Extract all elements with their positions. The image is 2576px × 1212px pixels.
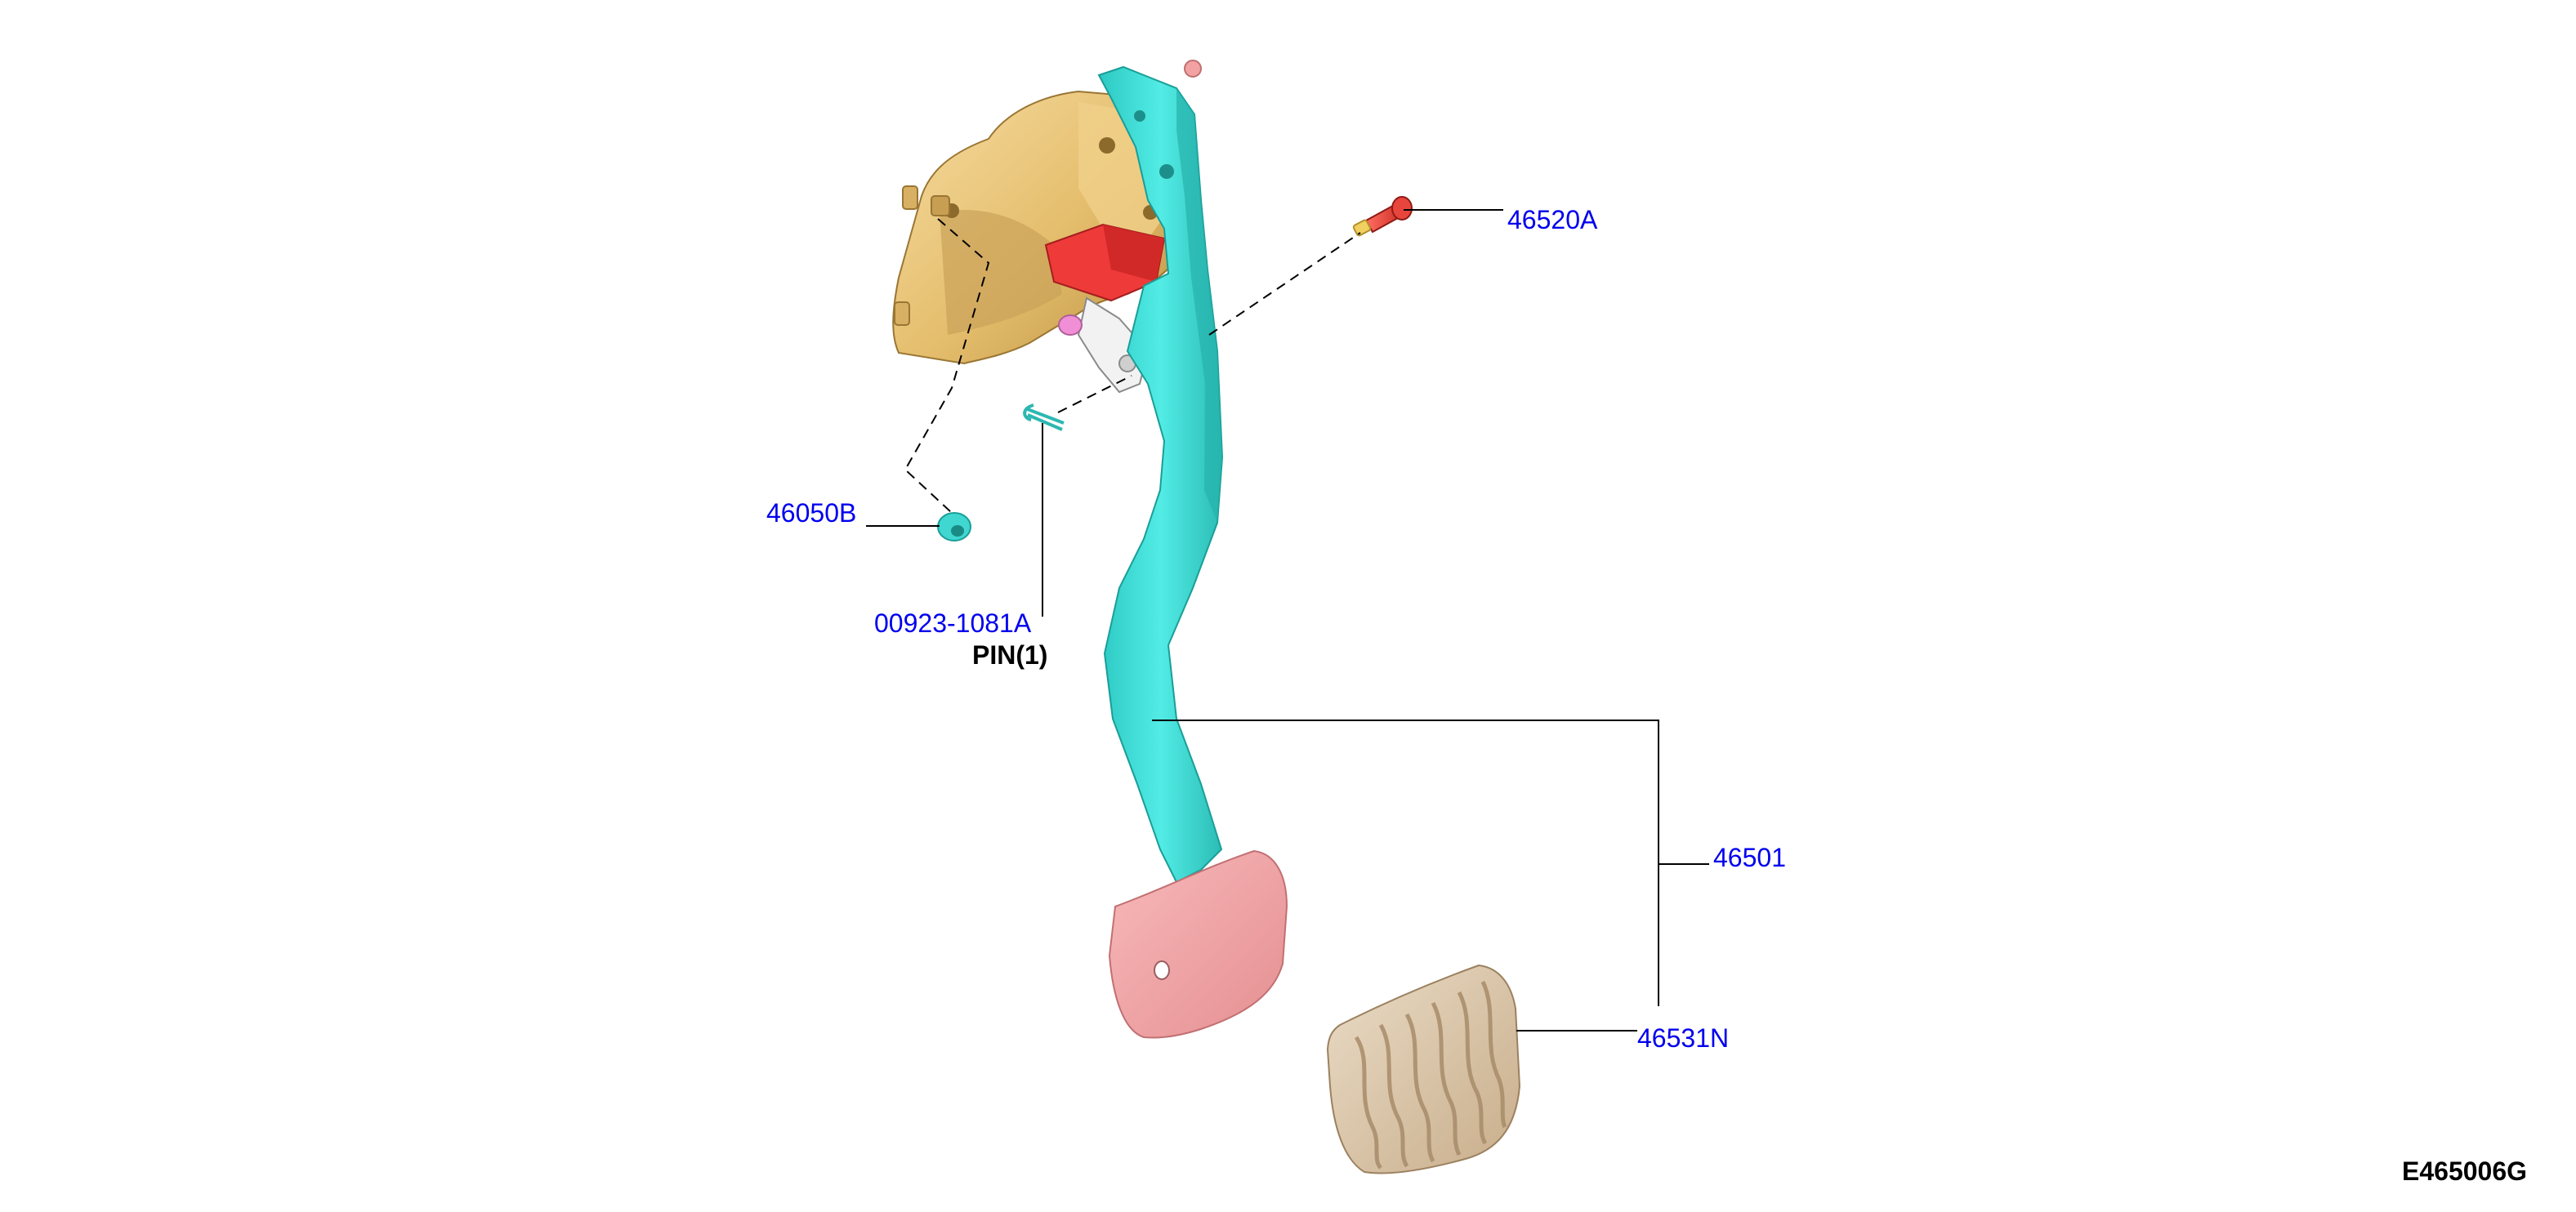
pad-cover-icon xyxy=(1326,964,1521,1174)
pedal-bracket-icon xyxy=(892,90,1188,365)
snap-pin-icon xyxy=(1023,403,1065,431)
pedal-arm-icon xyxy=(1097,60,1224,884)
part-number-46501[interactable]: 46501 xyxy=(1713,843,1786,872)
stopper-bolt-icon xyxy=(1352,196,1413,237)
part-number-46531n[interactable]: 46531N xyxy=(1637,1023,1730,1053)
part-number-46520a[interactable]: 46520A xyxy=(1507,205,1598,234)
part-number-46050b[interactable]: 46050B xyxy=(766,498,857,528)
pedal-pad-icon xyxy=(1108,849,1288,1039)
leader-lines xyxy=(866,209,1709,1032)
clevis-icon xyxy=(1044,223,1166,394)
assembly-lines xyxy=(904,218,1361,514)
pin-quantity-note: PIN(1) xyxy=(972,640,1048,670)
figure-id: E465006G xyxy=(2402,1156,2528,1186)
nut-icon xyxy=(937,512,971,541)
part-number-00923-1081a[interactable]: 00923-1081A xyxy=(874,608,1032,638)
